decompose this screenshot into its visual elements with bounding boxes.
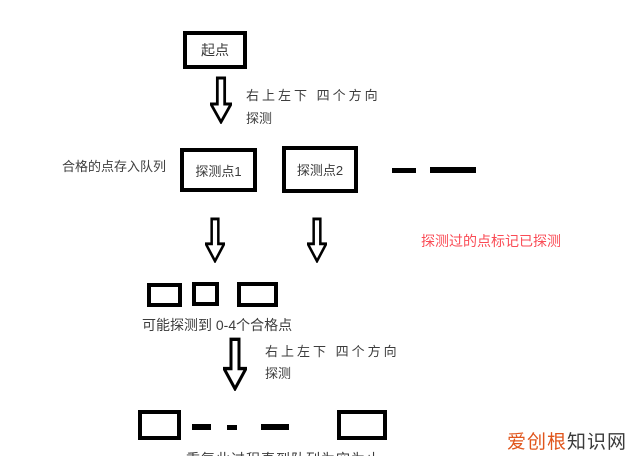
- direction-note-2: 右上左下 四个方向 探测: [265, 341, 400, 385]
- detected-note: 探测过的点标记已探测: [421, 233, 561, 249]
- down-arrow-icon: [307, 217, 327, 263]
- ellipsis-dash: [227, 425, 237, 430]
- ellipsis-dash: [430, 167, 476, 173]
- probe-node-1-label: 探测点1: [195, 163, 242, 179]
- down-arrow-icon: [205, 217, 225, 263]
- result-node-box: [237, 282, 278, 307]
- queue-label: 合格的点存入队列: [62, 159, 167, 174]
- down-arrow-icon: [223, 337, 247, 391]
- start-node-box: 起点: [183, 31, 247, 69]
- clipped-bottom-caption: 重复此过程直到队列为空为止: [186, 449, 381, 456]
- direction-note-2-line1: 右上左下 四个方向: [265, 344, 400, 359]
- ellipsis-dash: [192, 424, 211, 430]
- ellipsis-dash: [392, 168, 416, 173]
- probe-node-1-box: 探测点1: [180, 148, 257, 192]
- probe-node-2-box: 探测点2: [282, 146, 358, 193]
- direction-note-2-line2: 探测: [265, 366, 292, 381]
- bottom-node-box: [138, 410, 181, 440]
- start-node-label: 起点: [201, 42, 229, 58]
- direction-note-1: 右上左下 四个方向 探测: [246, 84, 381, 130]
- candidates-caption: 可能探测到 0-4个合格点: [142, 317, 293, 333]
- watermark-brand: 爱创根: [507, 432, 568, 453]
- result-node-box: [192, 282, 219, 306]
- ellipsis-dash: [261, 424, 289, 430]
- direction-note-1-line2: 探测: [246, 111, 273, 126]
- bottom-node-box: [337, 410, 387, 440]
- result-node-box: [147, 283, 182, 307]
- watermark-suffix: 知识网: [567, 432, 628, 453]
- probe-node-2-label: 探测点2: [296, 163, 344, 178]
- watermark: 爱创根知识网: [507, 427, 627, 454]
- direction-note-1-line1: 右上左下 四个方向: [246, 88, 381, 103]
- down-arrow-icon: [210, 76, 232, 124]
